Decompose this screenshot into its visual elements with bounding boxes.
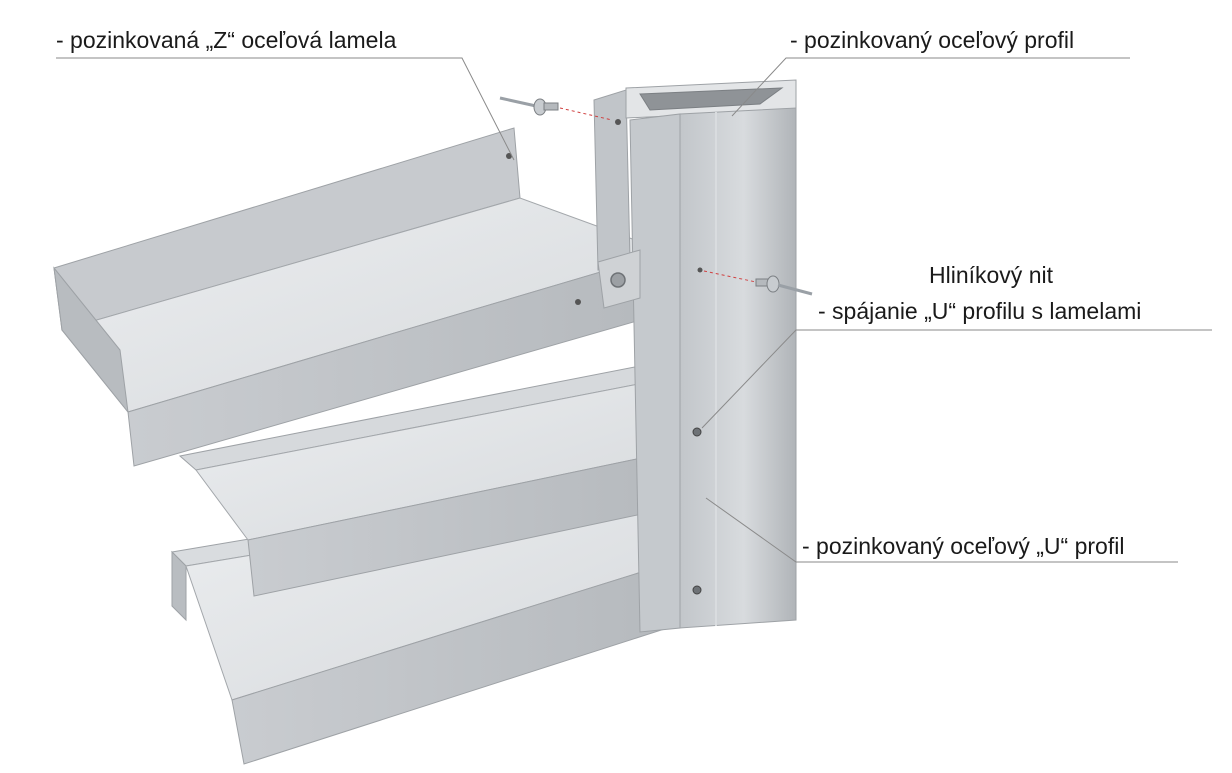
bolt-icon: [610, 272, 626, 288]
lamella-top: [53, 127, 670, 467]
label-rivet-description: - spájanie „U“ profilu s lamelami: [818, 298, 1142, 324]
label-rivet-title: Hliníkový nit: [929, 262, 1053, 288]
lamella-middle: [178, 361, 682, 597]
rivet-icon: [692, 585, 702, 595]
leader-lines: [56, 57, 1212, 563]
rivet-hole-icon: [575, 299, 581, 305]
leader-z-lamela: [56, 57, 515, 161]
rivet-icon: [692, 427, 702, 437]
rivet-hole-icon: [697, 267, 703, 273]
label-u-profile: - pozinkovaný oceľový „U“ profil: [802, 533, 1125, 559]
rivet-hole-icon: [615, 119, 621, 125]
rivet-lower: [703, 270, 813, 296]
label-z-lamela: - pozinkovaná „Z“ oceľová lamela: [56, 27, 397, 53]
label-steel-profile: - pozinkovaný oceľový profil: [790, 27, 1075, 53]
leader-steel-profile: [731, 57, 1130, 117]
leader-rivet: [701, 329, 1212, 429]
rivet-hole-icon: [506, 153, 512, 159]
steel-post: [593, 79, 797, 633]
rivet-upper: [499, 96, 613, 121]
leader-u-profile: [705, 497, 1178, 563]
